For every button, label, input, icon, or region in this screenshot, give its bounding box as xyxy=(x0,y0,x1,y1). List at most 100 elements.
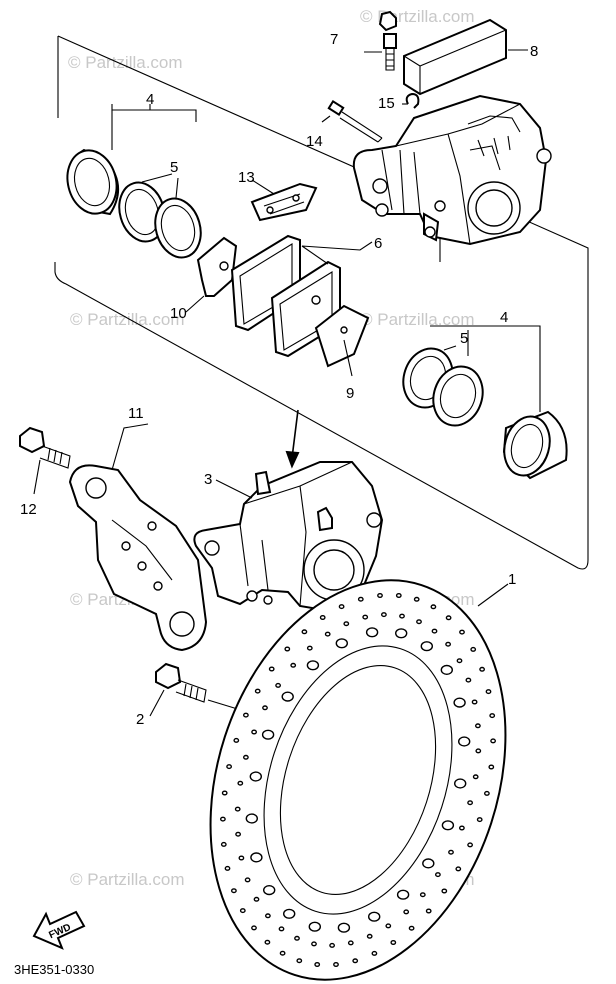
callout-label-1: 1 xyxy=(508,571,516,588)
disc-hole xyxy=(335,638,348,649)
disc-hole xyxy=(366,933,373,939)
callout-label-5: 5 xyxy=(460,330,468,347)
disc-hole xyxy=(234,806,241,812)
disc-hole xyxy=(237,780,244,786)
disc-hole xyxy=(416,619,422,625)
watermark: © Partzilla.com xyxy=(360,310,475,329)
caliper-bracket-part xyxy=(68,464,208,652)
assembly-arrow xyxy=(291,409,299,459)
disc-hole xyxy=(284,646,291,652)
piston-part xyxy=(502,410,568,480)
disc-hole xyxy=(329,942,335,948)
clip-part xyxy=(405,92,420,109)
disc-hole xyxy=(408,925,415,931)
disc-hole xyxy=(226,764,233,770)
piston-seal-part xyxy=(118,181,202,259)
disc-hole xyxy=(264,939,271,945)
disc-hole xyxy=(324,631,331,637)
disc-hole xyxy=(440,664,453,676)
disc-hole xyxy=(283,908,296,919)
disc-hole xyxy=(250,852,263,863)
disc-hole xyxy=(489,713,496,719)
watermark: © Partzilla.com xyxy=(70,870,185,889)
disc-hole xyxy=(311,941,317,947)
disc-hole xyxy=(371,950,378,956)
disc-hole xyxy=(399,613,405,619)
disc-hole xyxy=(268,666,275,672)
disc-hole xyxy=(454,778,467,789)
disc-hole xyxy=(347,940,354,946)
disc-hole xyxy=(485,689,492,695)
disc-hole xyxy=(306,660,320,671)
disc-hole xyxy=(458,825,465,831)
callout-label-14: 11 xyxy=(128,405,144,422)
brake-disc-part xyxy=(209,579,507,981)
callout-labels: 7 8 4 15 14 5 13 6 10 5 4 9 11 3 12 1 2 xyxy=(20,31,538,728)
disc-hole xyxy=(306,645,313,651)
disc-hole xyxy=(308,921,321,932)
callout-label-4: 4 xyxy=(146,91,154,108)
disc-hole xyxy=(395,593,402,599)
disc-hole xyxy=(441,820,455,831)
disc-hole xyxy=(220,841,227,847)
disc-hole xyxy=(281,691,294,702)
disc-hole xyxy=(262,705,268,711)
caliper-cover-part xyxy=(403,18,507,96)
disc-hole xyxy=(385,923,392,929)
disc-hole xyxy=(338,604,345,610)
disc-hole xyxy=(453,697,466,708)
disc-hole xyxy=(434,872,441,878)
callout-label-6: 6 xyxy=(374,235,382,252)
leader-lines xyxy=(33,49,541,717)
disc-hole xyxy=(472,774,479,780)
disc-hole xyxy=(467,800,473,806)
disc-hole xyxy=(275,682,281,688)
disc-hole xyxy=(261,729,275,740)
watermark: © Partzilla.com xyxy=(68,53,183,72)
disc-hole xyxy=(419,892,426,898)
disc-hole xyxy=(235,831,242,837)
disc-hole xyxy=(278,926,285,932)
disc-hole xyxy=(251,729,258,735)
callout-label-5: 5 xyxy=(170,159,178,176)
disc-hole xyxy=(319,615,326,621)
disc-hole xyxy=(263,884,276,896)
shim-part xyxy=(196,236,238,297)
watermark: © Partzilla.com xyxy=(360,7,475,26)
disc-hole xyxy=(362,614,369,620)
disc-bolt-part xyxy=(155,662,255,715)
disc-hole xyxy=(368,911,381,922)
disc-hole xyxy=(455,866,462,872)
disc-vent-holes xyxy=(219,593,496,968)
disc-hole xyxy=(314,962,321,968)
bracket-bolt-part xyxy=(19,426,71,469)
callout-label-13: 10 xyxy=(170,305,187,322)
disc-mount-holes xyxy=(245,627,471,933)
disc-hole xyxy=(445,615,452,621)
disc-hole xyxy=(238,855,245,861)
disc-hole xyxy=(337,922,351,933)
disc-hole xyxy=(296,958,303,964)
disc-hole xyxy=(242,754,249,760)
disc-hole xyxy=(343,621,350,627)
disc-hole xyxy=(333,962,339,968)
pad-spring-part xyxy=(250,182,318,222)
shim-part xyxy=(314,304,370,368)
disc-hole xyxy=(430,604,437,610)
disc-hole xyxy=(365,627,379,638)
disc-hole xyxy=(471,699,478,705)
disc-hole xyxy=(352,958,359,964)
disc-hole xyxy=(224,865,231,871)
disc-hole xyxy=(221,790,228,796)
disc-hole xyxy=(441,888,448,894)
callout-label-2: 2 xyxy=(136,711,144,728)
piston-part xyxy=(66,148,119,216)
diagram-code: 3HE351-0330 xyxy=(14,962,94,977)
callout-label-7: 13 xyxy=(238,169,255,186)
disc-hole xyxy=(459,629,465,635)
disc-hole xyxy=(474,723,481,729)
shim-hole xyxy=(340,326,348,334)
disc-hole xyxy=(456,658,463,664)
disc-hole xyxy=(431,628,438,634)
